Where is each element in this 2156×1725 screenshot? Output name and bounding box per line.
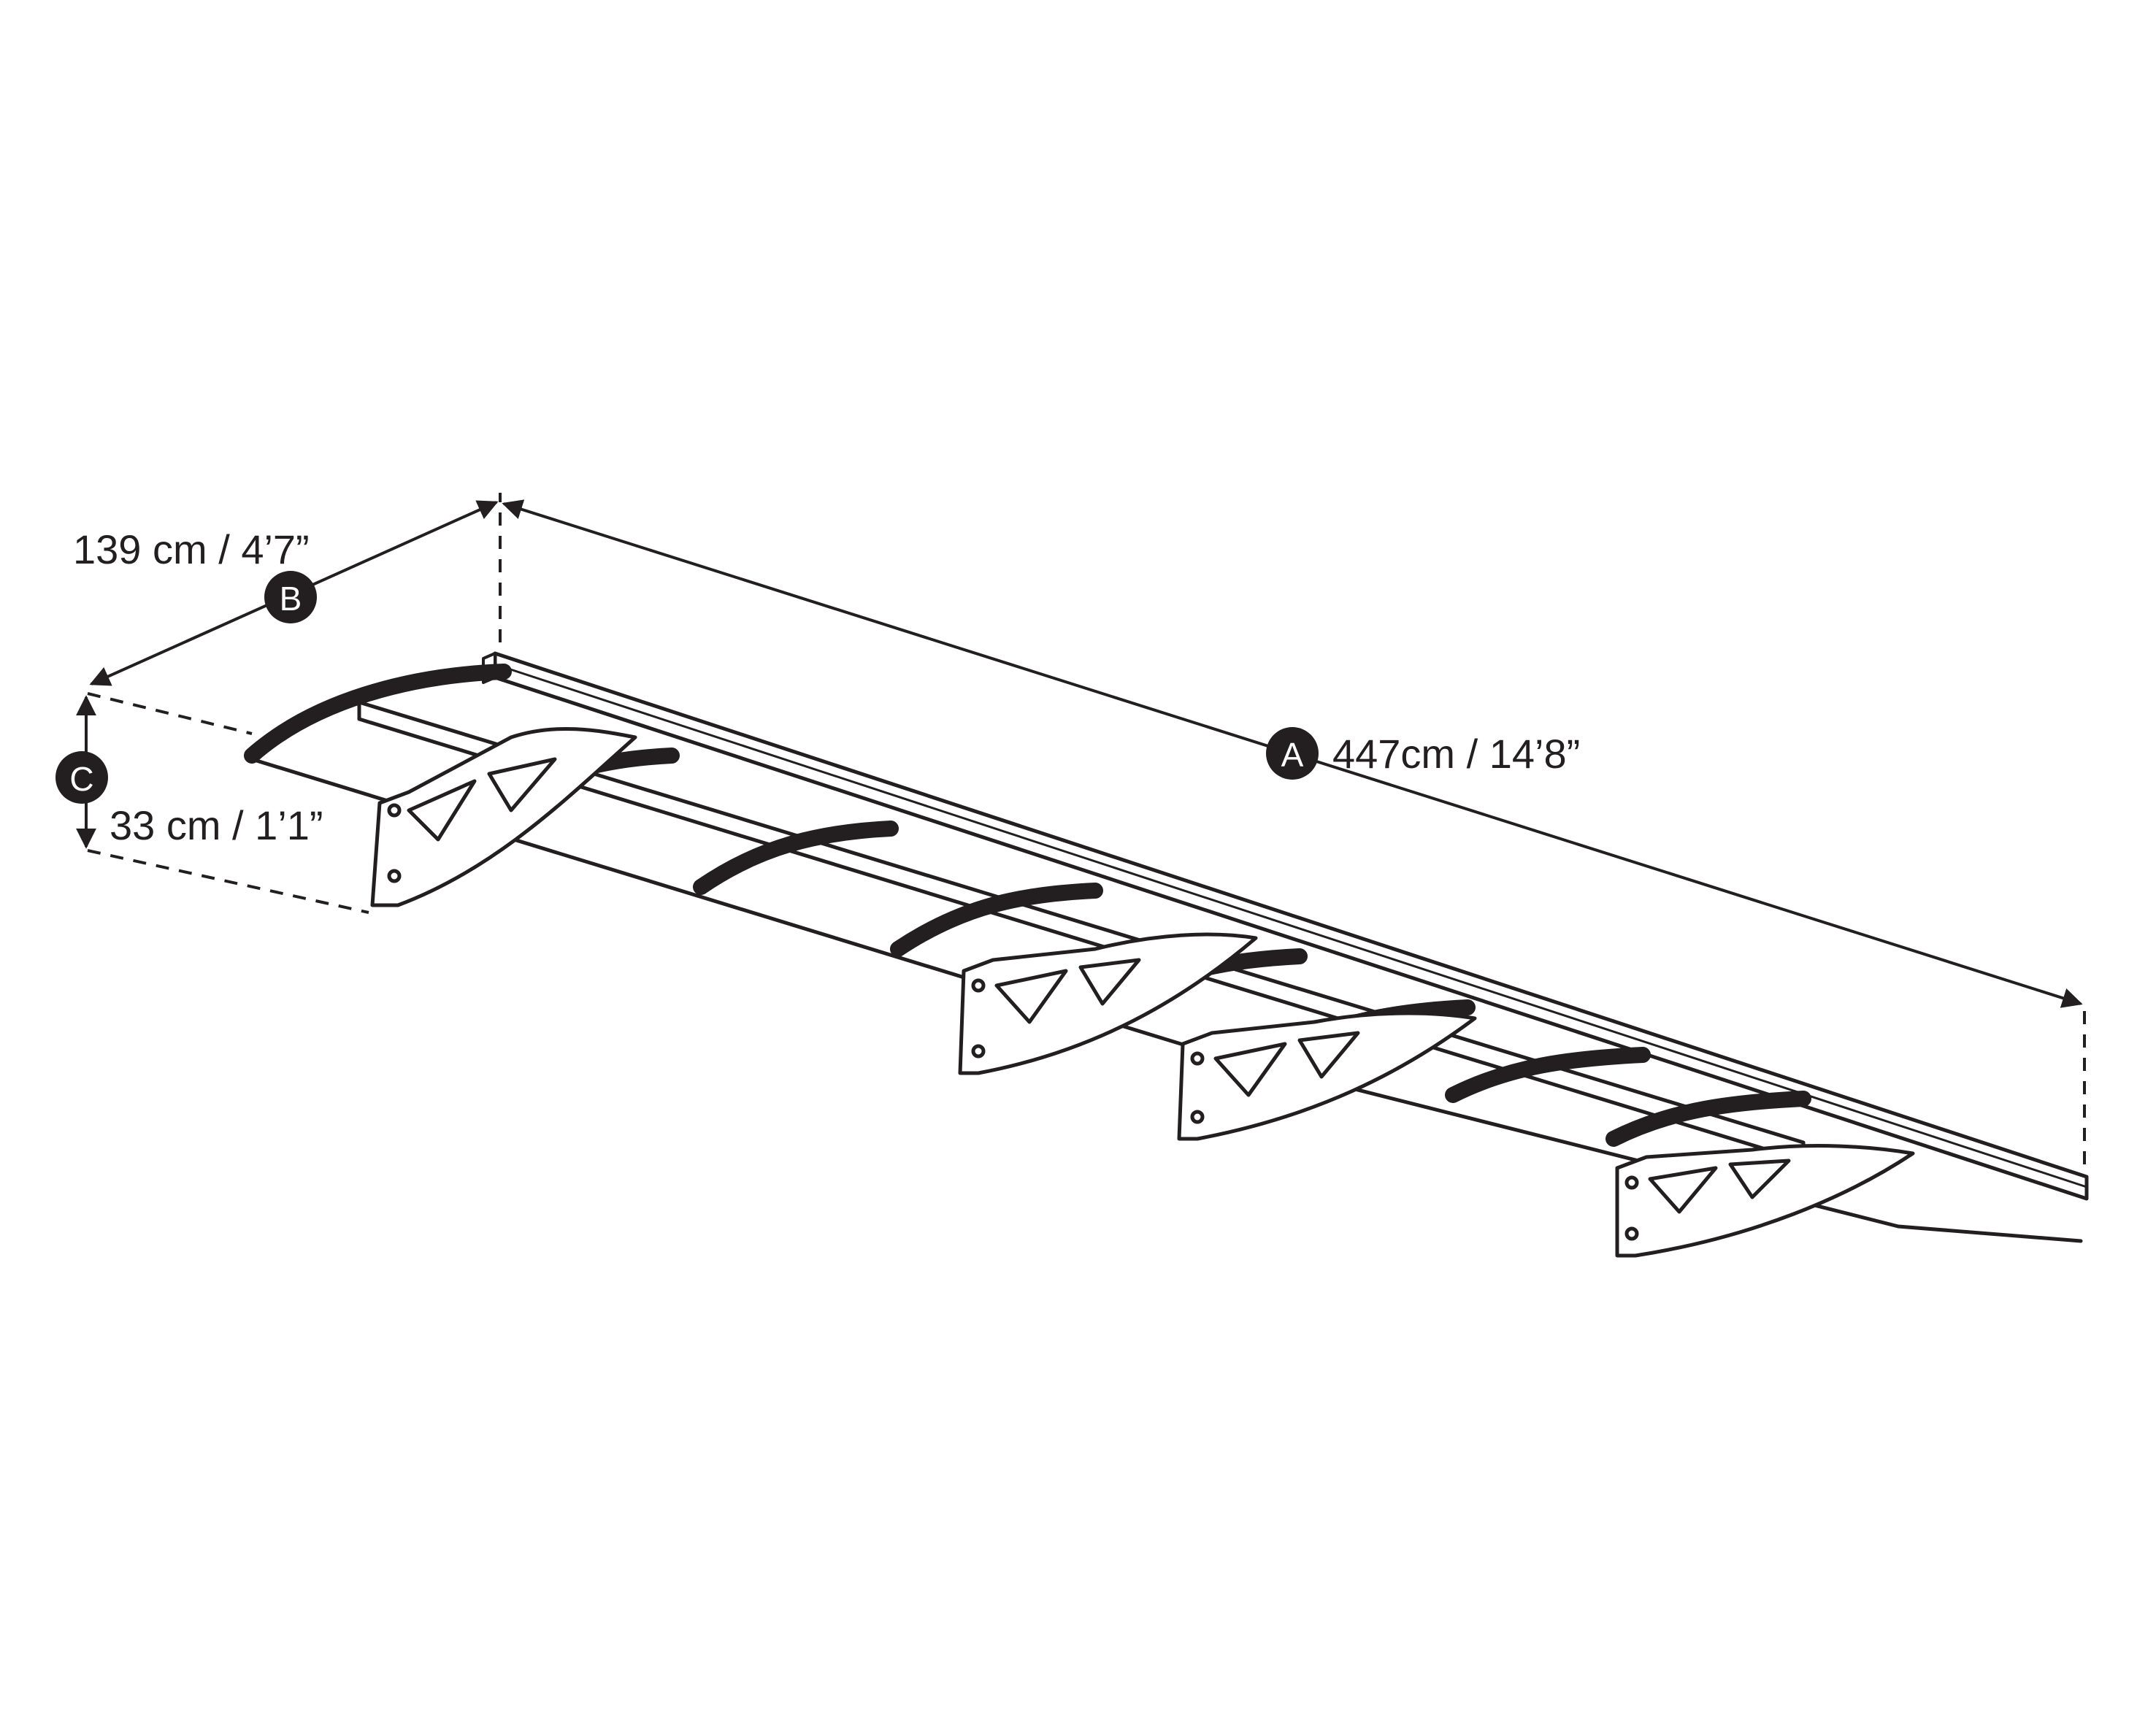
badge-a xyxy=(1266,727,1319,780)
badge-c-text: C xyxy=(69,760,93,798)
badge-b-text: B xyxy=(280,580,302,618)
bracket-3 xyxy=(1177,1011,1477,1141)
badge-a-text: A xyxy=(1281,736,1304,774)
dimension-b-label: 139 cm / 4’7” B xyxy=(73,526,317,623)
dimension-a-label: A 447cm / 14’8” xyxy=(1266,727,1580,780)
bracket-1 xyxy=(370,726,637,907)
dimension-b-text: 139 cm / 4’7” xyxy=(73,526,310,572)
awning-illustration xyxy=(244,651,2089,1258)
badge-b xyxy=(264,571,317,623)
bracket-4 xyxy=(1615,1144,1915,1258)
dimension-c-label: C 33 cm / 1’1” xyxy=(55,751,323,848)
badge-c xyxy=(55,751,108,804)
dimension-c-text: 33 cm / 1’1” xyxy=(110,802,323,848)
dimension-a-text: 447cm / 14’8” xyxy=(1332,731,1580,777)
